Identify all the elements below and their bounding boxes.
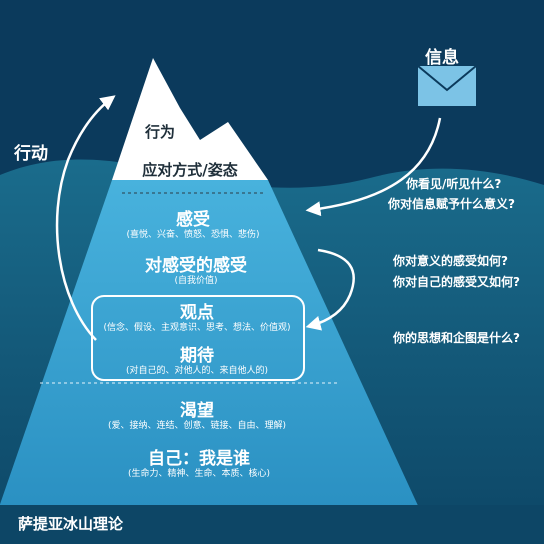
theory-title: 萨提亚冰山理论 xyxy=(18,515,124,533)
message-arrow xyxy=(305,117,442,217)
info-label: 信息 xyxy=(425,48,459,68)
question-3: 你的思想和企图是什么? xyxy=(393,331,520,345)
self-sub: (生命力、精神、生命、本质、核心) xyxy=(127,469,271,479)
feelings-about-feelings-label: 对感受的感受 xyxy=(145,256,247,276)
expectations-sub: (对自己的、对他人的、来自他人的) xyxy=(125,366,269,376)
question-1-line-2: 你对信息赋予什么意义? xyxy=(388,197,515,211)
yearnings-label: 渴望 xyxy=(180,401,214,421)
perceptions-box xyxy=(91,295,305,381)
feelings-sub: (喜悦、兴奋、愤怒、恐惧、悲伤) xyxy=(126,230,260,240)
action-arrow xyxy=(55,95,116,341)
coping-label: 应对方式/姿态 xyxy=(142,161,238,179)
yearnings-sub: (爱、接纳、连结、创意、链接、自由、理解) xyxy=(107,421,287,431)
feelings-label: 感受 xyxy=(176,210,210,230)
iceberg-underwater xyxy=(0,180,420,510)
question-2-line-2: 你对自己的感受又如何? xyxy=(393,275,520,289)
bottom-band xyxy=(0,505,544,544)
iceberg-tip xyxy=(112,58,268,180)
feelings-arrow xyxy=(305,248,355,331)
perceptions-sub: (信念、假设、主观意识、思考、想法、价值观) xyxy=(103,323,291,333)
behavior-label: 行为 xyxy=(144,123,176,141)
question-1-line-1: 你看见/听见什么? xyxy=(406,177,502,191)
action-label: 行动 xyxy=(14,144,48,164)
self-label: 自己：我是谁 xyxy=(148,449,250,469)
perceptions-label: 观点 xyxy=(180,303,214,323)
envelope-icon xyxy=(417,65,477,106)
feelings-about-feelings-sub: (自我价值) xyxy=(174,276,218,286)
expectations-label: 期待 xyxy=(180,346,214,366)
question-2-line-1: 你对意义的感受如何? xyxy=(393,254,508,268)
